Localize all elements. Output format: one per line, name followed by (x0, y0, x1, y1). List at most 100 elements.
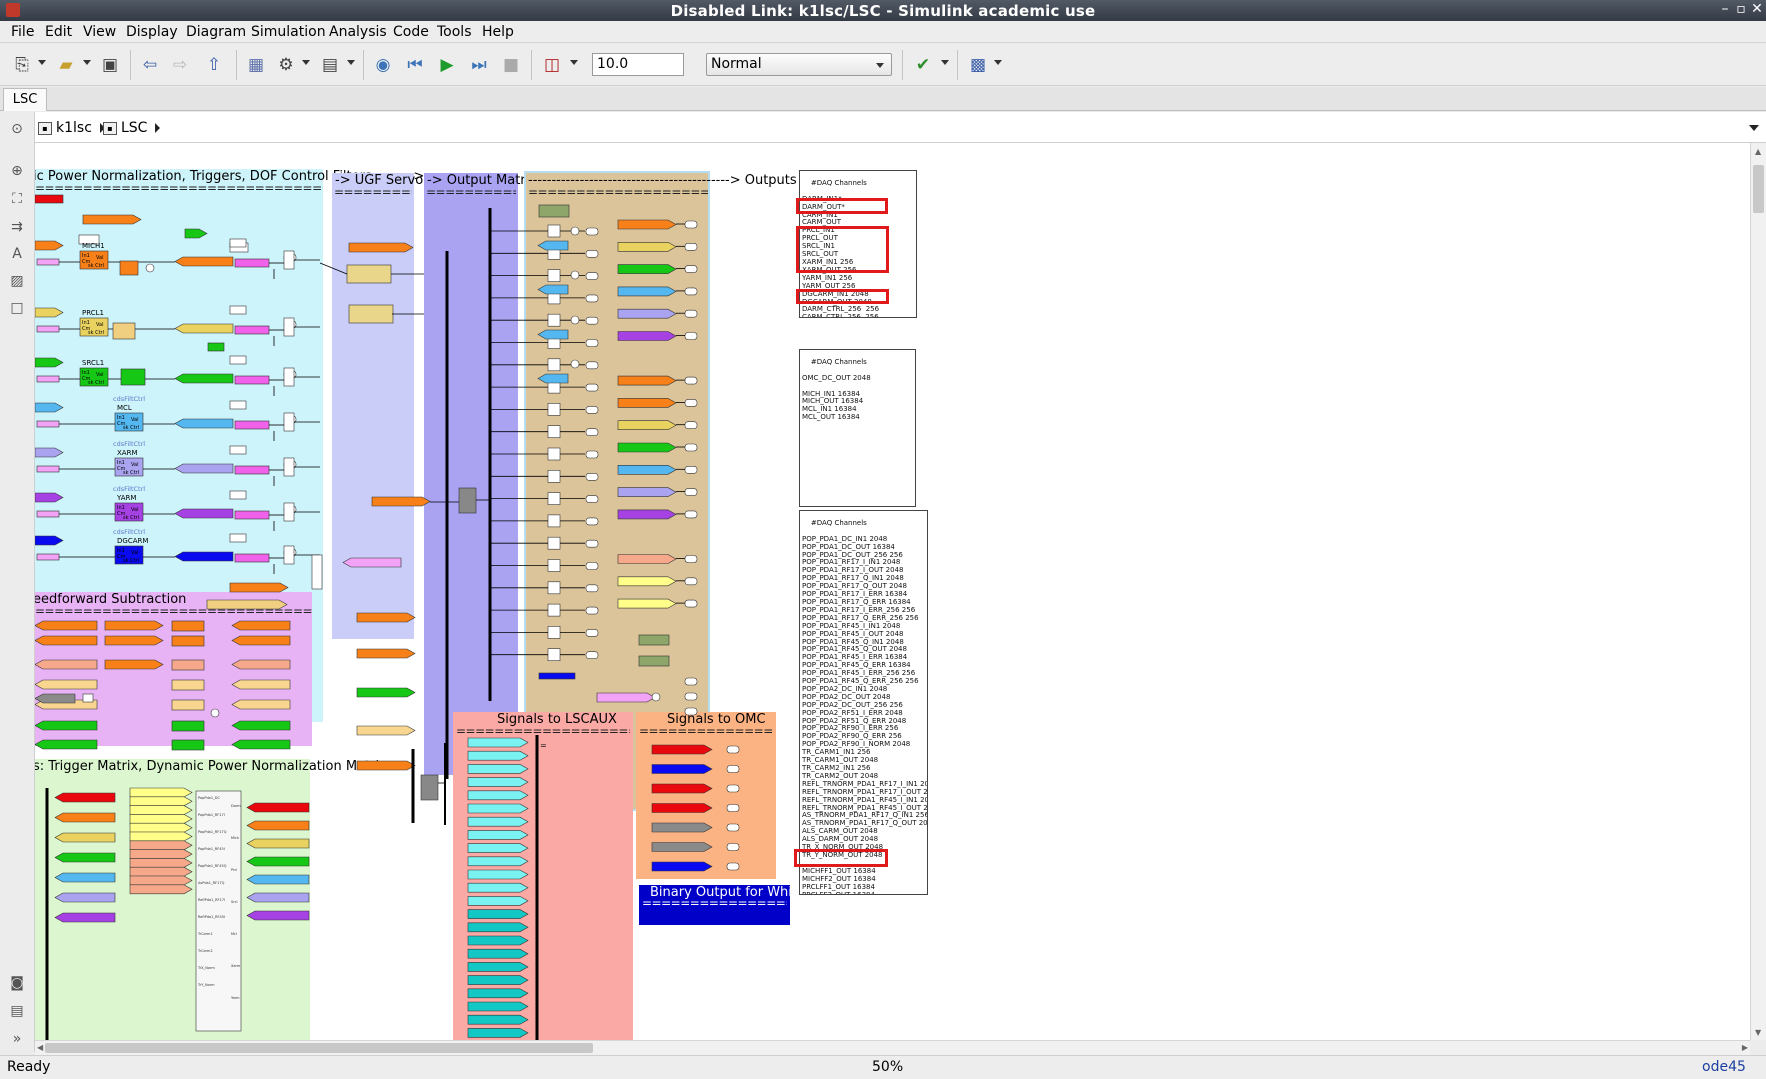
step-back-icon[interactable]: ⏮ (407, 55, 423, 75)
model-advisor-dropdown-icon[interactable] (941, 60, 949, 65)
model-explorer-dropdown-icon[interactable] (347, 60, 355, 65)
open-icon[interactable]: ▰ (59, 55, 73, 75)
model-explorer-icon[interactable]: ▤ (321, 55, 339, 75)
menu-diagram[interactable]: Diagram (186, 24, 247, 40)
menu-simulation[interactable]: Simulation (251, 24, 326, 40)
zoom-icon[interactable]: ⊕ (11, 163, 23, 179)
block-label: Cm (117, 466, 125, 472)
annotation-icon[interactable]: A (12, 246, 22, 262)
breadcrumb-k1lsc[interactable]: ▪ k1lsc (38, 120, 105, 136)
zoom-level[interactable]: 50% (872, 1059, 904, 1075)
address-dropdown-icon[interactable] (1749, 125, 1759, 131)
up-icon[interactable]: ⇧ (206, 55, 222, 75)
new-model-icon[interactable]: ⎘ (15, 55, 29, 75)
port-block (684, 220, 698, 229)
goto-tag (35, 659, 98, 670)
area-underline: ====================================== (528, 185, 708, 199)
vertical-scrollbar[interactable]: ▲ ▼ (1750, 143, 1766, 1040)
goto-tag (596, 692, 656, 703)
model-settings-icon[interactable]: ⚙ (278, 55, 294, 75)
goto-tag (129, 831, 193, 842)
property-inspector-icon[interactable]: ▤ (10, 1003, 24, 1019)
menu-file[interactable]: File (11, 24, 35, 40)
build-icon[interactable]: ▩ (969, 55, 987, 75)
maximize-button[interactable]: ▫ (1736, 1, 1746, 17)
scroll-thumb[interactable] (1753, 165, 1764, 213)
area-icon[interactable]: □ (10, 300, 24, 316)
gain-block (234, 553, 270, 563)
save-icon[interactable]: ▣ (101, 55, 119, 75)
menu-tools[interactable]: Tools (437, 24, 472, 40)
input-tag (36, 258, 60, 266)
gain-block (547, 224, 561, 238)
stop-time-field[interactable]: 10.0 (592, 53, 684, 76)
constant-block (229, 238, 247, 248)
solver-name[interactable]: ode45 (1702, 1059, 1746, 1075)
goto-tag (35, 357, 64, 368)
scope-dropdown-icon[interactable] (570, 60, 578, 65)
goto-tag (129, 875, 193, 886)
goto-tag (467, 909, 529, 919)
screenshot-icon[interactable]: ◙ (10, 975, 24, 991)
area-binary-output[interactable]: Binary Output for Whitening ============… (639, 885, 833, 925)
scope-icon[interactable]: ◫ (543, 55, 561, 75)
menu-display[interactable]: Display (126, 24, 178, 40)
scroll-left-icon[interactable]: ◀ (37, 1043, 44, 1052)
port-block (684, 599, 698, 608)
menu-analysis[interactable]: Analysis (329, 24, 387, 40)
tab-lsc[interactable]: LSC (3, 88, 47, 111)
fit-to-view-icon[interactable]: ⛶ (12, 191, 22, 207)
model-advisor-icon[interactable]: ✔ (915, 55, 931, 75)
port-block (684, 421, 698, 430)
record-icon[interactable]: ◉ (375, 55, 391, 75)
menu-help[interactable]: Help (482, 24, 514, 40)
input-tag (36, 420, 60, 428)
close-button[interactable]: ✕ (1751, 1, 1763, 17)
build-dropdown-icon[interactable] (994, 60, 1002, 65)
scroll-up-icon[interactable]: ▲ (1755, 147, 1762, 156)
library-browser-icon[interactable]: ▦ (247, 55, 265, 75)
daq-channels-block-3[interactable]: #DAQ Channels POP_PDA1_DC_IN1 2048 POP_P… (799, 510, 928, 895)
run-icon[interactable]: ▶ (440, 55, 454, 75)
forward-icon[interactable]: ⇨ (172, 55, 188, 75)
ugf-servo-block (346, 264, 392, 284)
scroll-thumb[interactable] (45, 1043, 593, 1053)
toolbar-separator (363, 50, 364, 80)
back-icon[interactable]: ⇦ (142, 55, 158, 75)
diagram-canvas[interactable]: ic Power Normalization, Triggers, DOF Co… (35, 143, 1750, 1040)
port-block (585, 450, 599, 459)
port-block (726, 823, 740, 832)
port-block (684, 465, 698, 474)
highlight-box (794, 849, 888, 867)
menu-edit[interactable]: Edit (45, 24, 73, 40)
open-dropdown-icon[interactable] (83, 60, 91, 65)
menu-view[interactable]: View (83, 24, 117, 40)
expand-icon[interactable]: » (12, 1031, 22, 1047)
scroll-right-icon[interactable]: ▶ (1741, 1043, 1748, 1052)
goto-tag (467, 988, 529, 999)
goto-tag (129, 796, 193, 807)
model-settings-dropdown-icon[interactable] (302, 60, 310, 65)
goto-tag (35, 240, 64, 251)
stop-icon[interactable]: ■ (502, 55, 520, 75)
area-output-matrix[interactable]: -> Output Matrix -> ============= (424, 173, 557, 775)
breadcrumb-lsc[interactable]: ▪ LSC (103, 120, 161, 136)
scroll-down-icon[interactable]: ▼ (1755, 1028, 1762, 1037)
minimize-button[interactable]: – (1721, 1, 1729, 17)
daq-lines: POP_PDA1_DC_IN1 2048 POP_PDA1_DC_OUT 163… (802, 534, 928, 895)
step-forward-icon[interactable]: ⏭ (471, 55, 487, 75)
goto-tag (54, 872, 116, 883)
port-block (585, 539, 599, 548)
new-model-dropdown-icon[interactable] (38, 60, 46, 65)
simulation-mode-select[interactable]: Normal (706, 53, 892, 76)
menu-code[interactable]: Code (393, 24, 429, 40)
daq-channels-block-2[interactable]: #DAQ Channels OMC_DC_OUT 2048 MICH_IN1 1… (799, 349, 916, 507)
horizontal-scrollbar[interactable]: ◀ ▶ (35, 1040, 1750, 1055)
arrow-icon[interactable]: ⇉ (11, 219, 23, 235)
hide-explorer-icon[interactable]: ⊙ (11, 121, 23, 137)
goto-tag (537, 373, 569, 384)
constant-block (229, 400, 247, 410)
daq-header: #DAQ Channels (810, 178, 867, 187)
image-icon[interactable]: ▨ (10, 273, 24, 289)
